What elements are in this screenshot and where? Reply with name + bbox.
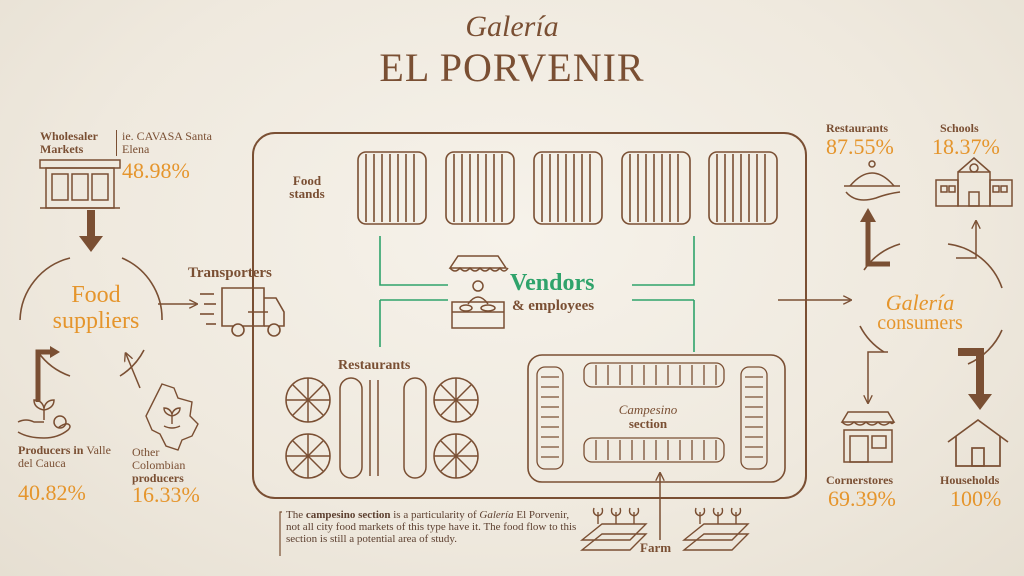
producers-valle-label: Producers in Valle del Cauca xyxy=(18,444,122,470)
wholesaler-divider xyxy=(116,130,117,156)
cornerstores-arrow xyxy=(868,351,888,402)
campesino-note: The campesino section is a particularity… xyxy=(286,509,578,545)
food-stand-5 xyxy=(708,151,778,225)
other-producers-bold: producers xyxy=(132,471,184,485)
other-producers-arrow xyxy=(126,354,141,389)
wholesaler-label: Wholesaler Markets xyxy=(40,129,98,156)
vendors-label: Vendors xyxy=(510,270,595,296)
transporters-label: Transporters xyxy=(188,265,272,281)
title-italic: Galería xyxy=(465,10,559,43)
cornerstore-icon xyxy=(840,411,896,463)
note-part-2: campesino section xyxy=(305,509,391,521)
cornerstores-pct: 69.39% xyxy=(828,486,896,511)
school-icon xyxy=(935,157,1013,207)
vendor-stand-icon xyxy=(448,255,509,329)
note-part-4: Galería xyxy=(479,509,514,521)
other-producers-text: Other Colombian xyxy=(132,445,186,472)
households-arrow xyxy=(958,348,984,396)
restaurant-tables xyxy=(285,377,479,479)
other-producers-pct: 16.33% xyxy=(132,482,200,507)
schools-pct: 18.37% xyxy=(932,134,1000,159)
households-label: Households xyxy=(940,473,1000,487)
campesino-stalls xyxy=(536,362,768,470)
wholesaler-pct: 48.98% xyxy=(122,158,190,183)
food-stand-1 xyxy=(357,151,427,225)
food-stands-row xyxy=(357,151,778,225)
schools-label: Schools xyxy=(940,121,979,135)
producers-valle-rest: Valle del Cauca xyxy=(18,443,111,470)
campesino-section-label: section xyxy=(628,416,668,431)
employees-label: & employees xyxy=(512,298,595,314)
consumers-cycle xyxy=(859,243,1003,365)
food-stand-2 xyxy=(445,151,515,225)
consumers-label: consumers xyxy=(877,312,963,334)
restaurants-consumer-pct: 87.55% xyxy=(826,134,894,159)
food-stands-label: Food stands xyxy=(289,173,325,201)
note-part-3: is a particularity of xyxy=(390,509,480,521)
other-producers-label: Other Colombian producers xyxy=(132,446,212,485)
valle-arrow xyxy=(35,349,50,402)
serving-tray-icon xyxy=(844,160,901,201)
producers-valle-pct: 40.82% xyxy=(18,480,86,505)
schools-arrow xyxy=(956,222,976,259)
farm-label: Farm xyxy=(640,540,672,555)
colombia-map-icon xyxy=(145,383,199,451)
vendor-connectors xyxy=(379,236,695,352)
market-frame xyxy=(252,132,807,499)
farm-field-icon-right xyxy=(682,507,750,551)
truck-icon xyxy=(200,287,285,337)
cornerstores-label: Cornerstores xyxy=(826,473,894,487)
food-stand-3 xyxy=(533,151,603,225)
wholesaler-example: ie. CAVASA Santa Elena xyxy=(122,129,212,156)
restaurants-consumer-label: Restaurants xyxy=(826,121,888,135)
house-icon xyxy=(947,418,1009,467)
campesino-italic: Campesino xyxy=(618,402,678,417)
households-pct: 100% xyxy=(950,486,1002,511)
farm-field-icon-left xyxy=(580,507,648,551)
note-part-5: El Porvenir, not all city food markets o… xyxy=(286,509,577,545)
restaurants-arrow xyxy=(865,218,890,267)
producers-valle-bold: Producers in xyxy=(18,443,84,457)
note-part-1: The xyxy=(286,509,306,521)
consumers-italic: Galería xyxy=(885,290,955,315)
hands-plant-icon xyxy=(17,399,71,439)
wholesaler-building-icon xyxy=(39,159,121,209)
restaurants-section-label: Restaurants xyxy=(338,358,411,373)
food-suppliers-label: Food suppliers xyxy=(52,282,140,334)
page-title: EL PORVENIR xyxy=(379,45,645,90)
food-stand-4 xyxy=(621,151,691,225)
campesino-frame xyxy=(527,354,786,483)
